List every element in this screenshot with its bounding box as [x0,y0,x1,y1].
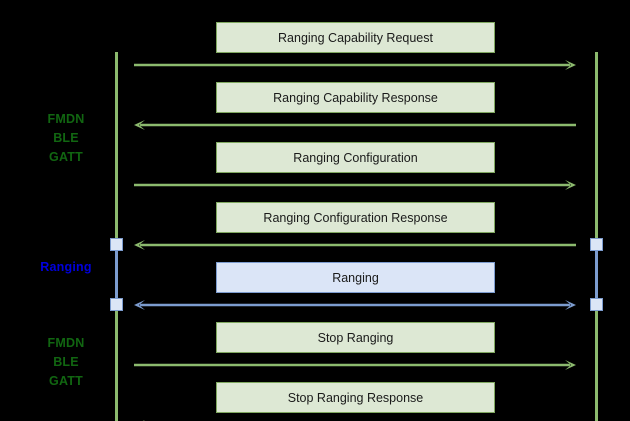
message-box: Stop Ranging Response [216,382,495,413]
phase-label-fmdn-ble-gatt-top: FMDN BLE GATT [47,112,85,164]
message-arrow-both [134,298,576,312]
lifeline-right [595,52,598,421]
activation-cap-left-top [110,238,123,251]
lifeline-left [115,52,118,421]
activation-cap-right-bottom [590,298,603,311]
activation-bar-right [595,243,598,305]
activation-bar-left [115,243,118,305]
message-label: Ranging [332,270,379,285]
message-arrow-right [134,358,576,372]
message-arrow-left [134,238,576,252]
message-label: Ranging Configuration [293,150,418,165]
phase-label-fmdn-ble-gatt-bottom: FMDN BLE GATT [47,336,85,388]
message-box: Ranging Capability Response [216,82,495,113]
message-arrow-left [134,118,576,132]
message-arrow-right [134,58,576,72]
activation-cap-left-bottom [110,298,123,311]
message-label: Ranging Configuration Response [263,210,448,225]
message-box: Stop Ranging [216,322,495,353]
message-label: Ranging Capability Request [278,30,433,45]
phase-label-ranging: Ranging [40,260,92,274]
message-label: Stop Ranging [317,330,394,345]
message-box: Ranging Capability Request [216,22,495,53]
activation-cap-right-top [590,238,603,251]
message-box: Ranging Configuration Response [216,202,495,233]
message-box: Ranging [216,262,495,293]
message-label: Ranging Capability Response [273,90,438,105]
message-box: Ranging Configuration [216,142,495,173]
message-arrow-right [134,178,576,192]
message-label: Stop Ranging Response [287,390,424,405]
